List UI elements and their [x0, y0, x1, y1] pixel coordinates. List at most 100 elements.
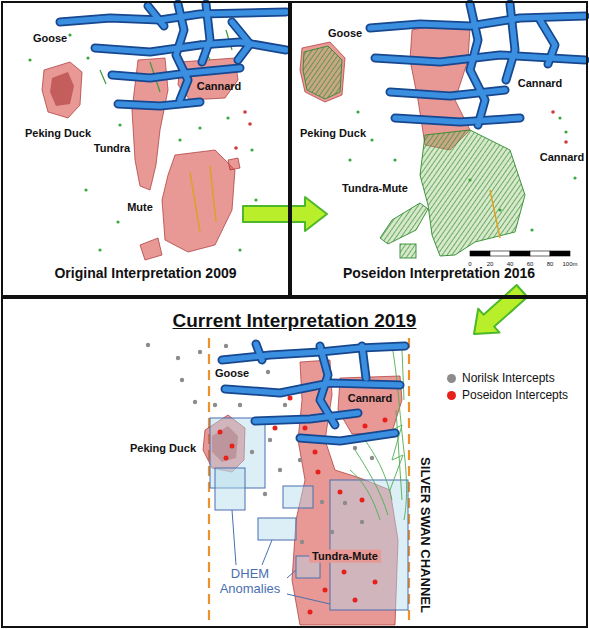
- orebody-label: Peking Duck: [130, 442, 196, 455]
- drill-intercept: [118, 123, 121, 126]
- orebody-label: Tundra-Mute: [309, 550, 381, 563]
- hatched-orebody: [400, 244, 416, 258]
- drill-intercept: [530, 228, 533, 231]
- orebody-label: Cannard: [540, 151, 585, 164]
- poseidon-intercept: [308, 610, 313, 615]
- dhem-anomaly: [210, 418, 408, 610]
- drill-intercept: [86, 56, 89, 59]
- orebody: [140, 238, 162, 260]
- drill-trace: [210, 166, 216, 222]
- channel-outline: [402, 350, 404, 400]
- scale-bar: [470, 251, 570, 256]
- poseidon-intercept: [323, 588, 328, 593]
- norilsk-intercept: [360, 520, 364, 524]
- interpretation-panel: Poseidon Interpretation 2016: [290, 1, 588, 297]
- norilsk-intercept: [250, 450, 254, 454]
- channel-boundary: [209, 338, 409, 625]
- channel-outline: [396, 410, 402, 500]
- drill-intercept: [254, 198, 257, 201]
- norilsk-intercept: [320, 500, 324, 504]
- drill-intercept: [370, 138, 373, 141]
- hatched-orebody: [420, 130, 525, 256]
- poseidon-intercept: [383, 418, 388, 423]
- poseidon-intercept: [288, 396, 293, 401]
- legend-text: Norilsk Intercepts: [462, 371, 555, 385]
- drill-intercept: [198, 126, 201, 129]
- drill-intercept: [98, 248, 101, 251]
- drill-trace: [190, 172, 200, 232]
- leader-line: [287, 594, 330, 604]
- block-arrow: [243, 197, 327, 231]
- orebody-label: Peking Duck: [300, 127, 366, 140]
- norilsk-intercept: [330, 530, 334, 534]
- orebody: [300, 24, 470, 150]
- drill-intercept: [348, 158, 351, 161]
- leader-line: [287, 570, 296, 578]
- norilsk-intercept: [238, 403, 242, 407]
- drill-intercept: [564, 140, 568, 144]
- orebody-label: Goose: [328, 27, 362, 40]
- orebody-label: Cannard: [197, 80, 242, 93]
- poseidon-intercept: [273, 426, 278, 431]
- poseidon-intercept: [360, 498, 365, 503]
- poseidon-intercept: [224, 456, 229, 461]
- norilsk-intercept: [176, 356, 180, 360]
- scale-bar: [550, 251, 570, 256]
- drill-intercept: [551, 110, 568, 144]
- scale-label: 80: [547, 261, 554, 268]
- hatched-orebody: [380, 203, 428, 244]
- poseidon-intercept: [230, 444, 235, 449]
- legend-row: Poseidon Intercepts: [447, 388, 568, 402]
- norilsk-intercept: [263, 492, 267, 496]
- scale-bar: [510, 251, 530, 256]
- interpretation-panel: Original Interpretation 2009: [1, 1, 290, 297]
- leader-line: [262, 540, 272, 565]
- channel-label: SILVER SWAN CHANNEL: [418, 457, 433, 613]
- drill-intercept: [243, 110, 247, 114]
- scale-bar: [530, 251, 550, 256]
- orebody-label: Peking Duck: [25, 127, 91, 140]
- scale-bar: [470, 251, 490, 256]
- drill-intercept: [234, 146, 238, 150]
- scale-label: 60: [527, 261, 534, 268]
- drill-intercept: [28, 58, 31, 61]
- panel-caption: Original Interpretation 2009: [54, 265, 236, 282]
- drill-trace: [100, 70, 106, 84]
- panel-caption: Current Interpretation 2019: [173, 310, 417, 333]
- scale-label: 100m: [562, 261, 577, 268]
- mine-development: [222, 344, 405, 441]
- legend-swatch: [447, 374, 456, 383]
- drill-trace: [190, 166, 216, 232]
- drill-trace: [490, 190, 500, 238]
- drill-intercept: [234, 110, 252, 150]
- drill-intercept: [116, 220, 119, 223]
- norilsk-intercept: [278, 468, 282, 472]
- norilsk-intercept: [193, 400, 197, 404]
- mine-development: [370, 4, 585, 125]
- drill-intercept: [498, 208, 501, 211]
- drill-intercept: [248, 122, 252, 126]
- norilsk-intercept: [146, 343, 150, 347]
- drill-intercept: [68, 33, 71, 36]
- scale-label: 0: [468, 261, 471, 268]
- drill-trace: [490, 190, 500, 238]
- legend-text: Poseidon Intercepts: [462, 388, 568, 402]
- drill-intercept: [573, 176, 576, 179]
- hatched-orebody: [303, 46, 525, 258]
- poseidon-intercept: [316, 470, 321, 475]
- drill-intercept: [393, 158, 396, 161]
- norilsk-intercept: [268, 438, 272, 442]
- dhem-anomaly: [330, 480, 408, 610]
- scale-label: 40: [507, 261, 514, 268]
- orebody-label: Tundra: [94, 142, 130, 155]
- norilsk-intercept: [283, 403, 287, 407]
- poseidon-intercept: [313, 450, 318, 455]
- dhem-anomaly: [215, 468, 245, 510]
- channel-outline: [350, 470, 380, 520]
- orebody-label: Cannard: [348, 392, 393, 405]
- leader-line: [232, 510, 236, 565]
- mine-development: [370, 4, 585, 125]
- orebody-label: Tundra-Mute: [342, 182, 408, 195]
- orebody-label: Goose: [33, 32, 67, 45]
- norilsk-intercept: [370, 456, 374, 460]
